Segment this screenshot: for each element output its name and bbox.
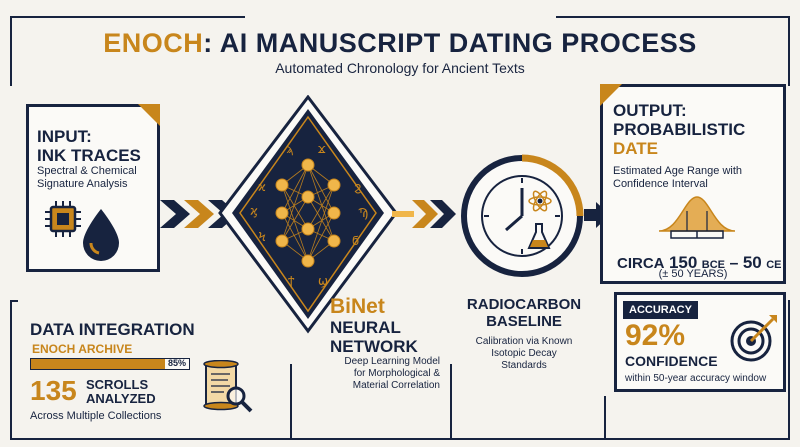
range-start-era: BCE [701, 259, 726, 271]
accuracy-badge: ACCURACY [623, 301, 698, 319]
bottom-frame-line [10, 300, 18, 440]
progress-bar: 85% [30, 358, 190, 370]
output-heading: OUTPUT: PROBABILISTIC DATE [613, 101, 745, 158]
input-heading-line1: INPUT: [37, 127, 92, 146]
radiocarbon-description-line1: Calibration via Known [475, 336, 573, 347]
bell-curve-icon [657, 193, 737, 239]
range-prefix: CIRCA [617, 255, 665, 272]
page-subtitle: Automated Chronology for Ancient Texts [275, 60, 525, 76]
svg-text:ϫ: ϫ [318, 142, 326, 156]
network-name-line2: NEURAL [330, 318, 401, 337]
chevron-arrow-icon [392, 196, 462, 232]
output-description: Estimated Age Range with Confidence Inte… [613, 165, 742, 191]
output-range-margin: (± 50 YEARS) [658, 268, 728, 280]
range-start-number: 150 [668, 253, 698, 272]
input-heading-line2: INK TRACES [37, 146, 141, 165]
input-description-line1: Spectral & Chemical [37, 165, 137, 177]
header-bracket-right [556, 16, 790, 86]
chevron-arrow-icon [584, 200, 612, 230]
divider [290, 364, 292, 438]
scroll-count-label-line2: ANALYZED [86, 391, 156, 406]
network-description-line1: Deep Learning Model [344, 356, 440, 367]
scroll-count-label: SCROLLS ANALYZED [86, 378, 156, 406]
target-icon [729, 313, 779, 363]
svg-text:ϩ: ϩ [354, 180, 361, 194]
flask-icon [527, 222, 551, 252]
bottom-frame-line [10, 438, 790, 440]
atom-icon [527, 190, 553, 212]
svg-text:Ϟ: Ϟ [258, 230, 266, 244]
scroll-count: 135 [30, 375, 77, 406]
divider [450, 364, 452, 438]
chip-icon [43, 199, 83, 239]
network-name: BiNet NEURAL NETWORK [330, 295, 418, 357]
header-bracket-left [10, 16, 245, 86]
range-dash: – [729, 255, 739, 272]
output-heading-line3: DATE [613, 139, 659, 158]
radiocarbon-description-line2: Isotopic Decay [491, 348, 557, 359]
progress-bar-fill [31, 359, 166, 369]
input-description: Spectral & Chemical Signature Analysis [37, 165, 137, 191]
svg-text:ϡ: ϡ [286, 142, 294, 156]
ink-drop-icon [79, 207, 123, 261]
input-corner-accent [138, 104, 160, 126]
accuracy-note: within 50-year accuracy window [625, 373, 767, 384]
scroll-icon [200, 360, 246, 412]
output-description-line1: Estimated Age Range with [613, 165, 743, 177]
network-description: Deep Learning Model for Morphological & … [300, 356, 440, 392]
radiocarbon-heading-line2: BASELINE [486, 313, 562, 330]
radiocarbon-heading: RADIOCARBON BASELINE [454, 296, 594, 330]
svg-text:ϰ: ϰ [258, 180, 266, 194]
divider [788, 300, 790, 440]
data-integration-heading: DATA INTEGRATION [30, 320, 195, 339]
range-end-number: 50 [742, 253, 762, 272]
title-rest: : AI MANUSCRIPT DATING PROCESS [203, 28, 697, 58]
radiocarbon-description: Calibration via Known Isotopic Decay Sta… [454, 336, 594, 372]
output-range: CIRCA 150 BCE – 50 CE [617, 253, 781, 273]
accuracy-label: CONFIDENCE [625, 353, 718, 369]
accuracy-panel: ACCURACY 92% CONFIDENCE within 50-year a… [614, 292, 786, 392]
title-accent: ENOCH [103, 28, 204, 58]
input-panel: INPUT: INK TRACES Spectral & Chemical Si… [26, 104, 160, 272]
network-name-line3: NETWORK [330, 337, 418, 356]
progress-label: 85% [167, 358, 186, 368]
output-panel: OUTPUT: PROBABILISTIC DATE Estimated Age… [600, 84, 786, 284]
input-heading: INPUT: INK TRACES [37, 127, 141, 165]
input-description-line2: Signature Analysis [37, 178, 128, 190]
radiocarbon-description-line3: Standards [501, 360, 547, 371]
network-description-line3: Material Correlation [352, 380, 440, 391]
svg-text:ϣ: ϣ [318, 274, 328, 288]
output-description-line2: Confidence Interval [613, 178, 708, 190]
magnifier-icon [224, 384, 254, 414]
accuracy-value: 92% [625, 319, 686, 352]
data-integration-note: Across Multiple Collections [30, 410, 162, 422]
divider [604, 396, 606, 438]
svg-text:ϭ: ϭ [352, 234, 359, 248]
svg-text:Ϡ: Ϡ [358, 206, 368, 220]
svg-text:ϯ: ϯ [288, 274, 295, 288]
page-title: ENOCH: AI MANUSCRIPT DATING PROCESS [0, 28, 800, 59]
scroll-count-label-line1: SCROLLS [86, 377, 149, 392]
output-heading-line2: PROBABILISTIC [613, 120, 746, 139]
radiocarbon-heading-line1: RADIOCARBON [466, 296, 582, 313]
clock-icon [454, 150, 594, 280]
svg-text:ϗ: ϗ [250, 204, 258, 218]
network-name-accent: BiNet [330, 295, 385, 318]
data-integration-subheading: ENOCH ARCHIVE [32, 342, 133, 356]
network-description-line2: for Morphological & [353, 368, 440, 379]
output-heading-line1: OUTPUT: [613, 101, 687, 120]
range-end-era: CE [766, 259, 782, 271]
